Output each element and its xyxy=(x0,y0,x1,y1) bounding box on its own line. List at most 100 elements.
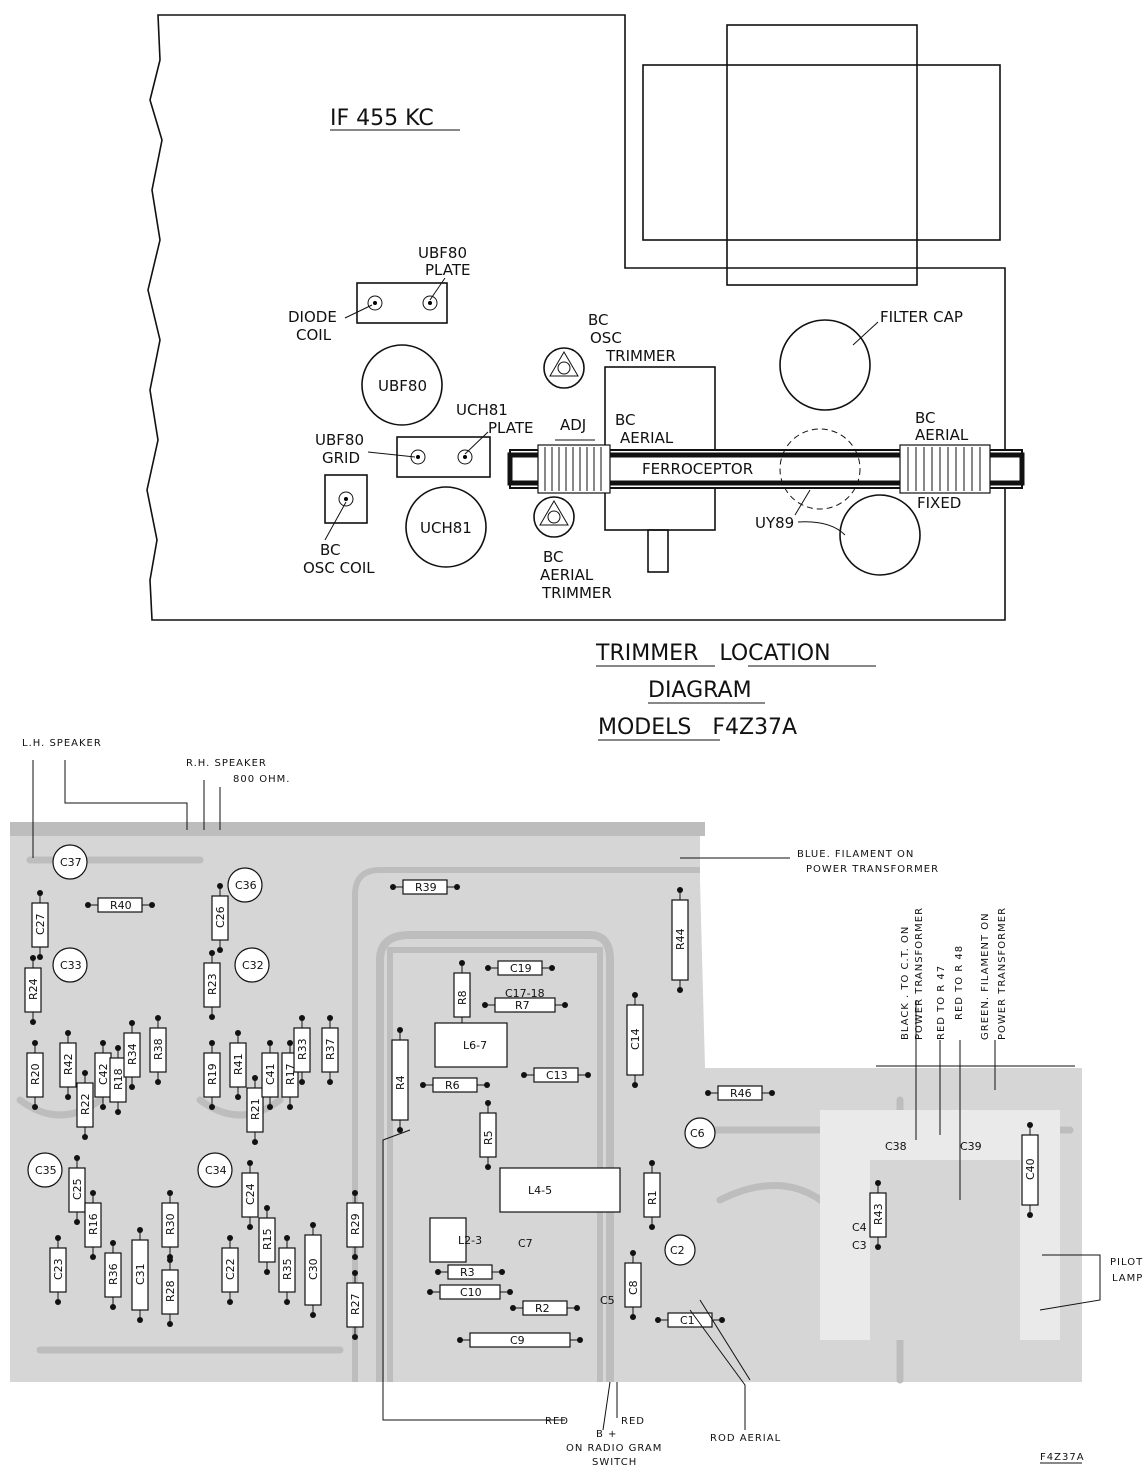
ubf80-tube-label: UBF80 xyxy=(378,377,427,395)
component-r2: R2 xyxy=(510,1300,580,1316)
component-c26: C26 xyxy=(211,883,229,953)
component-label: C22 xyxy=(224,1258,237,1280)
component-label: C34 xyxy=(205,1164,227,1177)
red-wire-label-2: RED xyxy=(621,1416,645,1427)
component-label: C32 xyxy=(242,959,264,972)
component-label: C36 xyxy=(235,879,257,892)
component-c30: C30 xyxy=(304,1222,322,1318)
component-label: R38 xyxy=(152,1038,165,1060)
uch81-tube xyxy=(405,486,487,568)
ferroceptor-rod xyxy=(507,428,1025,510)
component-label: R39 xyxy=(415,881,437,894)
component-c40: C40 xyxy=(1021,1122,1039,1218)
pilot-lamp-label-2: LAMP xyxy=(1112,1273,1143,1284)
component-label: R5 xyxy=(482,1130,495,1145)
bc-osc-coil-label-2: OSC COIL xyxy=(303,559,375,577)
red-r47-label: RED TO R 47 xyxy=(936,965,947,1040)
component-label: R20 xyxy=(29,1063,42,1085)
component-r23: R23 xyxy=(203,950,221,1020)
component-label: C13 xyxy=(546,1069,568,1082)
component-c14: C14 xyxy=(626,992,644,1088)
component-r8: R8 xyxy=(453,960,471,1030)
component-r24: R24 xyxy=(24,955,42,1025)
component-c41: C41 xyxy=(261,1040,279,1110)
component-c8: C8 xyxy=(624,1250,642,1320)
component-label: R44 xyxy=(674,928,687,950)
component-label: R34 xyxy=(126,1043,139,1065)
ubf80-plate-label: UBF80 xyxy=(418,244,467,262)
blue-filament-label: BLUE. FILAMENT ON xyxy=(797,849,914,860)
uch81-plate-bracket xyxy=(367,431,491,478)
component-label: L2-3 xyxy=(458,1234,482,1247)
component-label: C5 xyxy=(600,1294,615,1307)
component-r29: R29 xyxy=(346,1190,364,1260)
component-label: R8 xyxy=(456,990,469,1005)
component-c2: C2 xyxy=(664,1234,696,1266)
diode-coil-label-2: COIL xyxy=(296,326,332,344)
b-plus-label: B + xyxy=(596,1429,617,1440)
bc-osc-coil-label: BC xyxy=(320,541,341,559)
ubf80-grid-label: UBF80 xyxy=(315,431,364,449)
component-label: C30 xyxy=(307,1258,320,1280)
bc-aerial-fixed-label-3: FIXED xyxy=(917,494,961,512)
component-label: C3 xyxy=(852,1239,867,1252)
rod-aerial-label: ROD AERIAL xyxy=(710,1433,781,1444)
component-label: C31 xyxy=(134,1263,147,1285)
component-r15: R15 xyxy=(258,1205,276,1275)
green-filament-label-2: POWER TRANSFORMER xyxy=(997,907,1008,1040)
component-c35: C35 xyxy=(27,1152,63,1188)
diode-coil-label: DIODE xyxy=(288,308,337,326)
component-label: C26 xyxy=(214,906,227,928)
green-filament-label: GREEN. FILAMENT ON xyxy=(980,912,991,1040)
component-label: R21 xyxy=(249,1098,262,1120)
component-c33: C33 xyxy=(52,947,88,983)
component-r33: R33 xyxy=(293,1015,311,1085)
diagram-title: TRIMMER LOCATION DIAGRAM MODELS F4Z37A xyxy=(595,641,876,741)
component-c7: C7 xyxy=(518,1237,533,1250)
lh-speaker-label: L.H. SPEAKER xyxy=(22,738,102,749)
component-label: C14 xyxy=(629,1028,642,1050)
ubf80-tube xyxy=(361,344,443,426)
component-c27: C27 xyxy=(31,890,49,960)
model-code-label: F4Z37A xyxy=(1040,1452,1085,1463)
component-label: C35 xyxy=(35,1164,57,1177)
component-r44: R44 xyxy=(671,887,689,993)
component-c4: C4 xyxy=(852,1221,867,1234)
component-label: R37 xyxy=(324,1038,337,1060)
component-label: R42 xyxy=(62,1053,75,1075)
component-label: R41 xyxy=(232,1053,245,1075)
component-r27: R27 xyxy=(346,1270,364,1340)
component-label: R28 xyxy=(164,1280,177,1302)
bc-aerial-fixed-label: BC xyxy=(915,409,936,427)
component-label: C25 xyxy=(71,1178,84,1200)
component-label: C33 xyxy=(60,959,82,972)
rh-speaker-label: R.H. SPEAKER xyxy=(186,758,267,769)
component-label: C9 xyxy=(510,1334,525,1347)
component-label: R23 xyxy=(206,973,219,995)
component-label: C1 xyxy=(680,1314,695,1327)
component-label: R18 xyxy=(112,1068,125,1090)
adj-label: ADJ xyxy=(560,416,586,434)
component-label: C27 xyxy=(34,913,47,935)
component-r43: R43 xyxy=(869,1180,887,1250)
bc-aerial-trimmer-label-2: AERIAL xyxy=(540,566,594,584)
component-c34: C34 xyxy=(197,1152,233,1188)
ubf80-plate-label-2: PLATE xyxy=(425,261,470,279)
component-label: R22 xyxy=(79,1093,92,1115)
bc-aerial-trimmer xyxy=(533,496,575,538)
component-label: L6-7 xyxy=(463,1039,487,1052)
ubf80-grid-label-2: GRID xyxy=(322,449,360,467)
component-label: C24 xyxy=(244,1183,257,1205)
component-label: R16 xyxy=(87,1213,100,1235)
component-r39: R39 xyxy=(390,879,460,895)
chassis-outline xyxy=(146,14,1006,621)
bc-aerial-fixed-label-2: AERIAL xyxy=(915,426,969,444)
component-label: C23 xyxy=(52,1258,65,1280)
component-r36: R36 xyxy=(104,1240,122,1310)
component-c1: C1 xyxy=(655,1312,725,1328)
component-label: C38 xyxy=(885,1140,907,1153)
uch81-plate-label-2: PLATE xyxy=(488,419,533,437)
component-r4: R4 xyxy=(391,1027,409,1133)
